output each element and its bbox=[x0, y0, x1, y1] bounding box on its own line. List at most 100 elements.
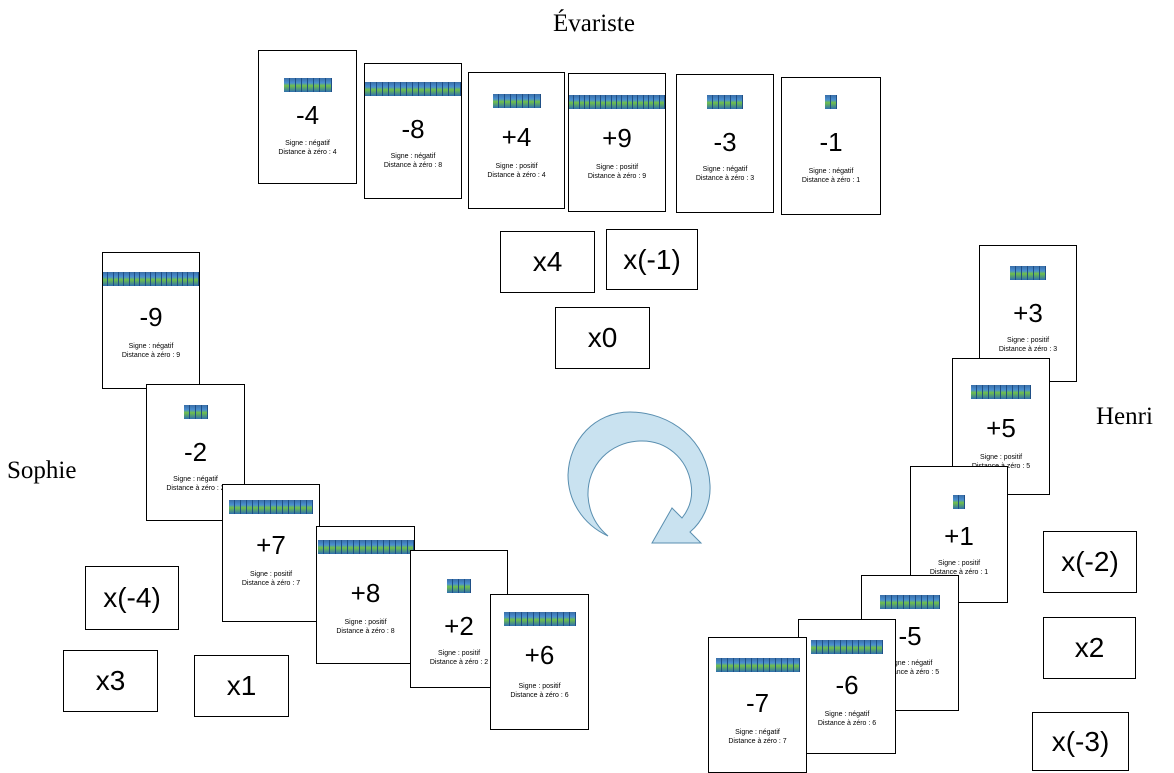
unit-block bbox=[1025, 385, 1031, 399]
unit-block bbox=[751, 658, 758, 672]
number-card[interactable]: -8 Signe : négatif Distance à zéro : 8 bbox=[364, 63, 462, 199]
card-sign: Signe : positif bbox=[344, 619, 387, 626]
multiplier-card[interactable]: x1 bbox=[194, 655, 289, 717]
multiplier-card[interactable]: x(-4) bbox=[85, 566, 179, 630]
unit-block bbox=[453, 579, 459, 593]
card-distance: Distance à zéro : 9 bbox=[587, 173, 647, 180]
unit-block bbox=[135, 272, 141, 286]
card-sign: Signe : positif bbox=[249, 571, 293, 578]
unit-block bbox=[638, 95, 644, 109]
unit-strip bbox=[223, 500, 319, 514]
unit-block bbox=[389, 540, 396, 554]
unit-block bbox=[1016, 266, 1022, 280]
unit-block bbox=[145, 272, 151, 286]
unit-block bbox=[737, 95, 743, 109]
unit-block bbox=[880, 595, 886, 609]
unit-block bbox=[989, 385, 995, 399]
unit-strip bbox=[317, 540, 414, 554]
multiplier-card[interactable]: x(-2) bbox=[1043, 531, 1137, 593]
unit-block bbox=[413, 82, 419, 96]
unit-block bbox=[627, 95, 633, 109]
unit-block bbox=[119, 272, 125, 286]
rotate-clockwise-icon bbox=[567, 411, 711, 544]
unit-block bbox=[983, 385, 989, 399]
unit-block bbox=[509, 612, 516, 626]
unit-block bbox=[928, 595, 934, 609]
unit-block bbox=[977, 385, 983, 399]
unit-block bbox=[1019, 385, 1025, 399]
unit-block bbox=[283, 78, 290, 92]
unit-block bbox=[465, 579, 471, 593]
unit-block bbox=[371, 540, 378, 554]
multiplier-card[interactable]: x(-3) bbox=[1032, 712, 1129, 771]
unit-strip bbox=[569, 95, 665, 109]
unit-block bbox=[910, 595, 916, 609]
unit-block bbox=[769, 658, 776, 672]
card-value: +6 bbox=[524, 640, 555, 670]
unit-block bbox=[247, 500, 253, 514]
unit-block bbox=[447, 579, 453, 593]
number-card[interactable]: -3 Signe : négatif Distance à zéro : 3 bbox=[676, 74, 774, 213]
unit-block bbox=[934, 595, 940, 609]
unit-block bbox=[449, 82, 455, 96]
unit-block bbox=[569, 612, 576, 626]
card-value: -2 bbox=[183, 437, 208, 467]
unit-block bbox=[325, 78, 332, 92]
unit-block bbox=[182, 272, 189, 286]
unit-block bbox=[395, 540, 402, 554]
unit-block bbox=[193, 272, 199, 286]
unit-block bbox=[229, 500, 235, 514]
number-card[interactable]: +6 Signe : positif Distance à zéro : 6 bbox=[490, 594, 589, 730]
unit-block bbox=[1013, 385, 1019, 399]
unit-block bbox=[527, 612, 534, 626]
unit-block bbox=[898, 595, 904, 609]
multiplier-card[interactable]: x(-1) bbox=[606, 229, 698, 290]
unit-block bbox=[1001, 385, 1007, 399]
number-card[interactable]: +7 Signe : positif Distance à zéro : 7 bbox=[222, 484, 320, 622]
unit-block bbox=[295, 78, 302, 92]
unit-block bbox=[401, 540, 408, 554]
unit-block bbox=[492, 94, 499, 108]
number-card[interactable]: -7 Signe : négatif Distance à zéro : 7 bbox=[708, 637, 807, 773]
number-card[interactable]: -1 Signe : négatif Distance à zéro : 1 bbox=[781, 77, 881, 215]
card-distance: Distance à zéro : 7 bbox=[728, 738, 787, 745]
unit-block bbox=[313, 78, 320, 92]
unit-block bbox=[289, 500, 295, 514]
unit-block bbox=[579, 95, 586, 109]
number-card[interactable]: -2 Signe : négatif Distance à zéro : 2 bbox=[146, 384, 245, 521]
unit-block bbox=[335, 540, 342, 554]
unit-block bbox=[172, 272, 178, 286]
number-card[interactable]: +4 Signe : positif Distance à zéro : 4 bbox=[468, 72, 565, 209]
multiplier-card[interactable]: x3 bbox=[63, 650, 158, 712]
card-sign: Signe : positif bbox=[979, 454, 1023, 461]
number-card[interactable]: -4 Signe : négatif Distance à zéro : 4 bbox=[258, 50, 357, 184]
unit-block bbox=[659, 95, 665, 109]
unit-block bbox=[745, 658, 752, 672]
unit-block bbox=[341, 540, 348, 554]
unit-strip bbox=[147, 405, 244, 419]
multiplier-card[interactable]: x4 bbox=[500, 231, 595, 293]
unit-strip bbox=[469, 94, 564, 108]
multiplier-card[interactable]: x2 bbox=[1043, 617, 1136, 679]
number-card[interactable]: +8 Signe : positif Distance à zéro : 8 bbox=[316, 526, 415, 664]
card-sign: Signe : positif bbox=[595, 164, 639, 171]
number-card[interactable]: -6 Signe : négatif Distance à zéro : 6 bbox=[798, 619, 896, 754]
card-value: +4 bbox=[501, 122, 532, 152]
multiplier-card[interactable]: x0 bbox=[555, 307, 650, 369]
unit-block bbox=[606, 95, 612, 109]
unit-block bbox=[787, 658, 794, 672]
unit-block bbox=[124, 272, 130, 286]
unit-block bbox=[528, 94, 535, 108]
number-card[interactable]: -9 Signe : négatif Distance à zéro : 9 bbox=[102, 252, 200, 389]
unit-block bbox=[904, 595, 910, 609]
unit-block bbox=[817, 640, 823, 654]
card-value: -1 bbox=[819, 127, 843, 157]
unit-block bbox=[177, 272, 183, 286]
number-card[interactable]: +1 Signe : positif Distance à zéro : 1 bbox=[910, 466, 1008, 603]
card-distance: Distance à zéro : 1 bbox=[801, 177, 861, 184]
unit-block bbox=[401, 82, 407, 96]
number-card[interactable]: +9 Signe : positif Distance à zéro : 9 bbox=[568, 73, 666, 212]
unit-block bbox=[289, 78, 296, 92]
unit-block bbox=[648, 95, 655, 109]
unit-block bbox=[727, 658, 734, 672]
